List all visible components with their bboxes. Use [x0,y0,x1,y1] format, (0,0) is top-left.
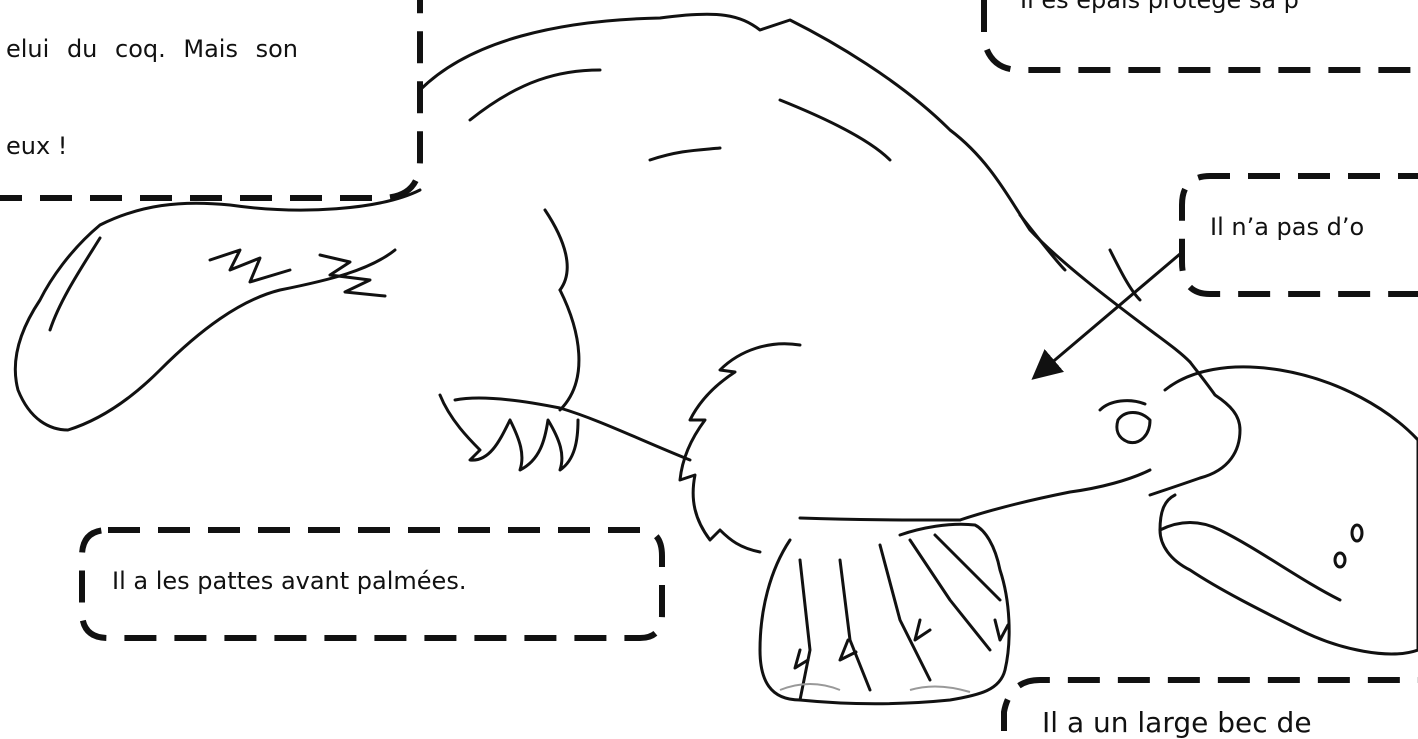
platypus-eye [1117,413,1150,443]
caption-bottom-right: Il a un large bec de [1042,706,1312,739]
callout-box-top-left [0,0,420,198]
caption-top-left-line1: elui du coq. Mais son [6,35,298,63]
platypus-body-outline [420,14,1190,362]
caption-bottom-left: Il a les pattes avant palmées. [112,567,466,595]
caption-top-right: Il es épais protège sa p [1020,0,1299,14]
platypus-shoulder-fur [680,344,800,552]
platypus-tail [15,190,420,430]
platypus-bill [1160,367,1418,654]
caption-right-middle: Il n’a pas d’o [1210,213,1364,241]
platypus-webbed-foot [760,524,1009,704]
caption-top-left-line2: eux ! [6,132,67,160]
platypus-head [1150,362,1240,495]
pointer-arrow [1036,254,1180,376]
